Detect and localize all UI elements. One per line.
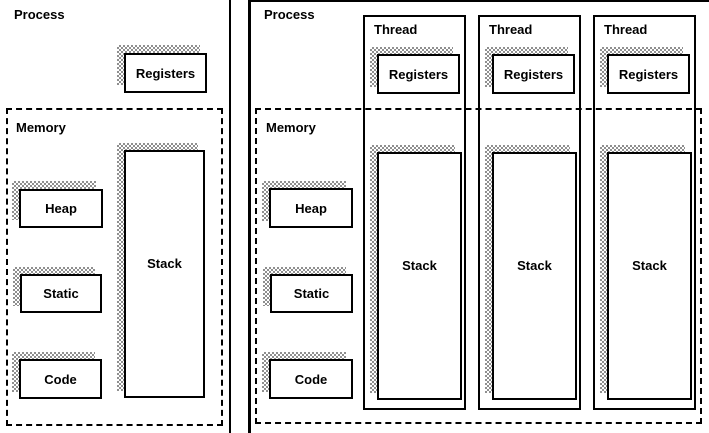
right-panel-left-border bbox=[248, 0, 251, 433]
left-registers-box: Registers bbox=[124, 53, 207, 93]
left-code-box: Code bbox=[19, 359, 102, 399]
thread-3-stack-box: Stack bbox=[607, 152, 692, 400]
left-static-box: Static bbox=[20, 274, 102, 313]
left-stack-box: Stack bbox=[124, 150, 205, 398]
right-memory-title: Memory bbox=[266, 120, 316, 135]
thread-3-title: Thread bbox=[604, 22, 648, 37]
right-heap-box: Heap bbox=[269, 188, 353, 228]
thread-3-registers-box: Registers bbox=[607, 54, 690, 94]
thread-2-title: Thread bbox=[489, 22, 533, 37]
thread-1-title: Thread bbox=[374, 22, 418, 37]
right-static-box: Static bbox=[270, 274, 353, 313]
thread-1-stack-box: Stack bbox=[377, 152, 462, 400]
thread-2-stack-box: Stack bbox=[492, 152, 577, 400]
thread-frame-1: Thread Registers Stack bbox=[363, 15, 466, 410]
thread-2-registers-box: Registers bbox=[492, 54, 575, 94]
left-memory-title: Memory bbox=[16, 120, 66, 135]
left-process-title: Process bbox=[14, 7, 65, 22]
thread-frame-2: Thread Registers Stack bbox=[478, 15, 581, 410]
thread-1-registers-box: Registers bbox=[377, 54, 460, 94]
left-panel-right-border bbox=[229, 0, 231, 433]
right-panel-top-border bbox=[248, 0, 709, 2]
right-process-title: Process bbox=[264, 7, 315, 22]
left-heap-box: Heap bbox=[19, 189, 103, 228]
right-code-box: Code bbox=[269, 359, 353, 399]
thread-frame-3: Thread Registers Stack bbox=[593, 15, 696, 410]
